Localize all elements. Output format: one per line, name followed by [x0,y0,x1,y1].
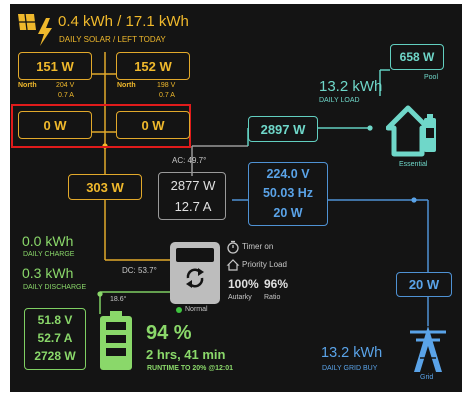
timer-icon [227,240,239,254]
battery-voltage: 51.8 V [37,313,73,327]
pv4-power-box[interactable]: 0 W [116,111,190,139]
total-solar-power-box[interactable]: 303 W [68,174,142,200]
grid-power-box[interactable]: 20 W [396,272,452,297]
house-essential-icon [386,105,436,157]
daily-grid-buy-value: 13.2 kWh [321,345,383,361]
sync-icon [186,268,204,288]
daily-load-caption: DAILY LOAD [319,97,360,104]
battery-icon [100,311,132,370]
load-flow-dot [367,125,373,131]
autarky-value: 100% [228,277,259,291]
daily-discharge-value: 0.3 kWh [22,265,74,281]
grid-power-main: 20 W [273,206,303,220]
daily-solar-caption: DAILY SOLAR / LEFT TODAY [59,35,166,44]
pv1-name: North [18,82,37,89]
battery-stats-box[interactable]: 51.8 V 52.7 A 2728 W [24,308,86,370]
inverter-output-box[interactable]: 2877 W 12.7 A [158,172,226,220]
battery-runtime: RUNTIME TO 20% @12:01 [147,365,234,372]
pv1-current: 0.7 A [58,92,74,99]
daily-discharge-caption: DAILY DISCHARGE [23,284,87,291]
inverter-icon[interactable] [170,242,220,304]
essential-label: Essential [399,161,428,168]
battery-power: 2728 W [34,349,76,363]
timer-status[interactable]: Timer on [242,242,274,251]
ac-temperature: AC: 49.7° [172,156,207,165]
inverter-status: Normal [185,306,208,313]
autarky-label: Autarky [228,294,252,301]
inverter-display [176,248,214,262]
pool-label: Pool [424,74,439,81]
pv3-power-box[interactable]: 0 W [18,111,92,139]
daily-load-value: 13.2 kWh [319,78,383,95]
grid-frequency: 50.03 Hz [262,186,314,200]
priority-load[interactable]: Priority Load [242,260,287,269]
daily-charge-caption: DAILY CHARGE [23,251,75,258]
inverter-output-power: 2877 W [170,178,216,193]
battery-flow-dot [97,291,103,297]
battery-current: 52.7 A [37,331,73,345]
pv1-voltage: 204 V [56,82,75,89]
priority-home-icon [226,259,240,271]
pv2-power-box[interactable]: 152 W [116,52,190,80]
pv2-voltage: 198 V [157,82,176,89]
pv2-current: 0.7 A [159,92,175,99]
highlight-rectangle [11,104,191,148]
pool-power-box[interactable]: 658 W [390,44,444,70]
ratio-label: Ratio [264,294,281,301]
status-dot [176,307,182,313]
battery-remaining-time: 2 hrs, 41 min [146,347,226,362]
transmission-tower-icon [410,326,446,372]
essential-power-box[interactable]: 2897 W [248,116,318,142]
grid-voltage: 224.0 V [266,167,310,181]
battery-temperature: 18.6° [110,296,127,303]
daily-grid-buy-caption: DAILY GRID BUY [322,365,378,372]
dc-temperature: DC: 53.7° [122,266,157,275]
inverter-output-current: 12.7 A [174,199,212,214]
ratio-value: 96% [264,277,289,291]
grid-stats-box[interactable]: 224.0 V 50.03 Hz 20 W [248,162,328,226]
solar-panel-icon [18,13,52,46]
pv1-power-box[interactable]: 151 W [18,52,92,80]
battery-soc: 94 % [146,322,192,344]
grid-flow-dot [411,197,417,203]
grid-label: Grid [420,374,434,381]
daily-solar-value: 0.4 kWh / 17.1 kWh [58,13,189,30]
daily-charge-value: 0.0 kWh [22,233,74,249]
energy-flow-card: 0.4 kWh / 17.1 kWh DAILY SOLAR / LEFT TO… [10,4,462,392]
pv2-name: North [117,82,136,89]
